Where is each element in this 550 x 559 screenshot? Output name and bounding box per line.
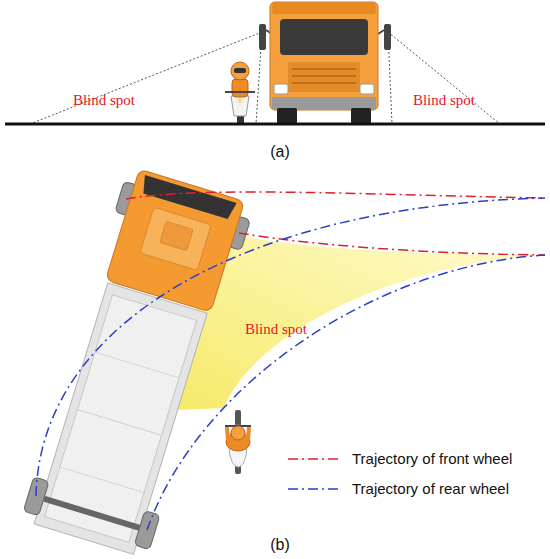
rider-arm	[248, 427, 249, 440]
rider-helmet	[231, 62, 249, 80]
headlight	[360, 84, 374, 94]
grille	[288, 62, 360, 92]
windshield	[280, 19, 368, 55]
mirror-arm	[378, 30, 384, 34]
rear-wheel	[134, 511, 160, 550]
scooter-body	[231, 96, 249, 116]
bumper	[272, 97, 376, 109]
sight-line	[30, 32, 262, 124]
legend-text: Trajectory of front wheel	[352, 451, 512, 466]
ground-line	[5, 123, 545, 126]
cab-roof	[272, 3, 376, 14]
front-wheel-trajectory	[126, 192, 545, 199]
panel-label: (b)	[270, 537, 290, 553]
legend-text: Trajectory of rear wheel	[352, 481, 509, 496]
blind-spot-label: Blind spot	[245, 322, 307, 337]
cab-roof	[140, 207, 211, 270]
rear-axle	[44, 499, 140, 528]
headlight	[274, 84, 288, 94]
grille-bar	[292, 82, 356, 84]
rider-arm	[227, 427, 228, 440]
wheel	[277, 108, 297, 124]
front-wheel-trajectory	[239, 233, 545, 255]
trailer-rib	[77, 410, 161, 436]
scooter-headlight	[238, 99, 243, 104]
side-mirror	[259, 24, 266, 50]
legend-sample	[288, 458, 342, 460]
rear-wheel-trajectory	[147, 255, 545, 530]
sight-line	[388, 32, 500, 124]
grille-bar	[292, 68, 356, 70]
legend-sample	[288, 488, 342, 490]
truck-cab	[270, 2, 378, 110]
truck-cab	[105, 169, 244, 312]
truck-top-view	[21, 166, 255, 558]
trailer-rib	[60, 467, 144, 493]
panel-label: (a)	[270, 144, 290, 160]
blind-spot-label: Blind spot	[73, 93, 135, 108]
motorcycle-wheel	[235, 410, 241, 426]
trailer-rib	[95, 352, 179, 378]
grille-bar	[292, 75, 356, 77]
blind-spot-area	[175, 236, 545, 410]
rear-wheel-trajectory	[36, 198, 545, 496]
blind-spot-label: Blind spot	[413, 93, 475, 108]
rider-helmet	[231, 426, 245, 440]
handlebar	[225, 91, 255, 93]
wheel	[351, 108, 371, 124]
roof-vent	[160, 221, 193, 250]
trailer	[34, 283, 207, 554]
rider-torso	[232, 79, 248, 97]
trailer-bed	[45, 295, 197, 543]
side-mirror	[384, 24, 391, 50]
helmet-visor	[234, 68, 246, 73]
rear-wheel	[23, 477, 49, 516]
